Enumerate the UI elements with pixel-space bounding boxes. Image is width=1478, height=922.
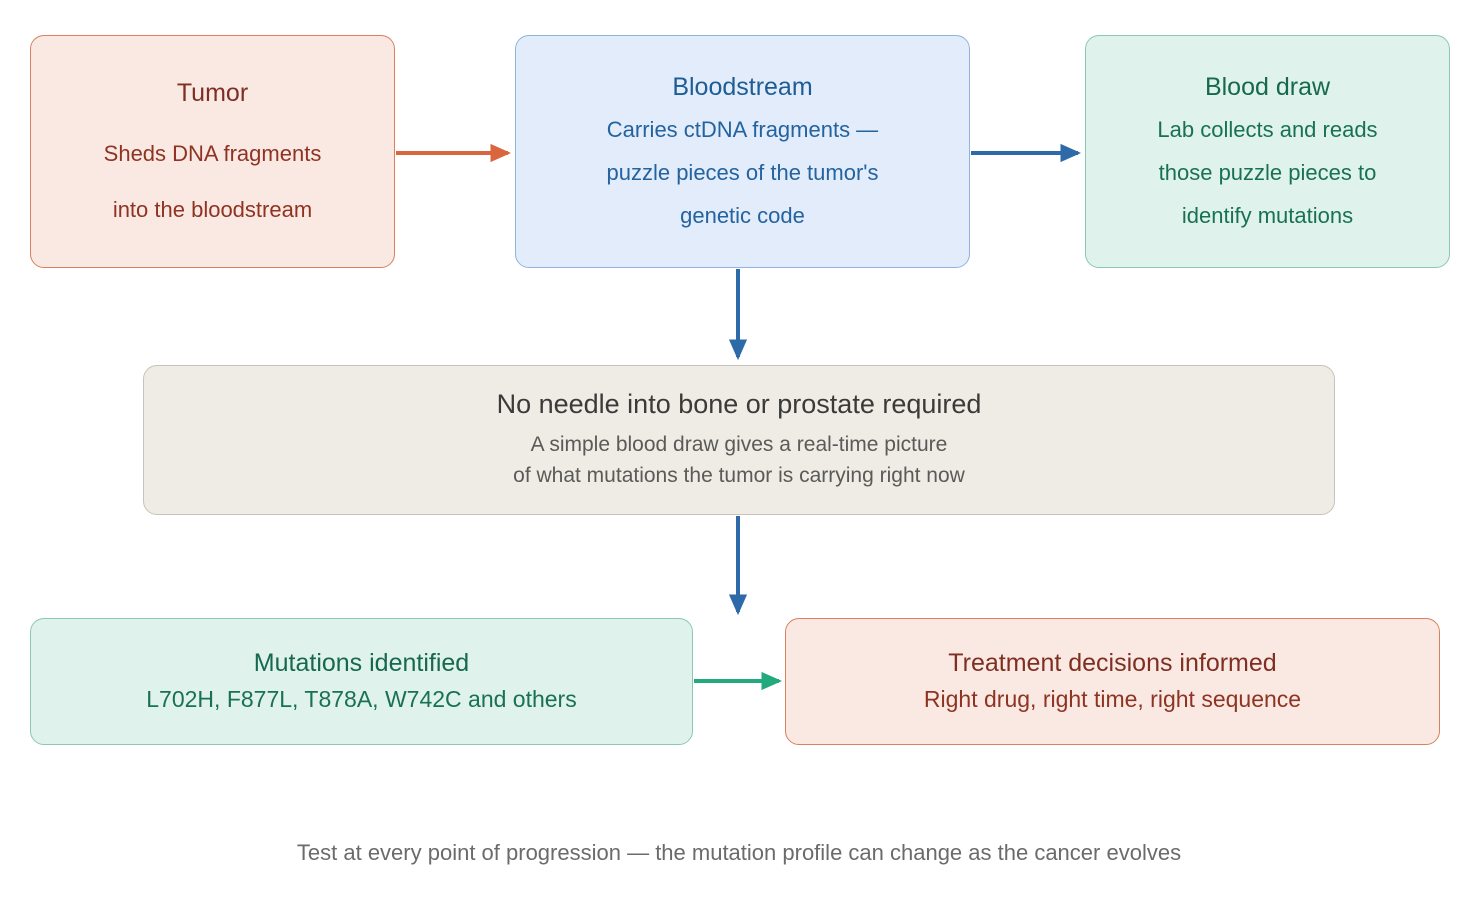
node-treatment[interactable]: Treatment decisions informed Right drug,… xyxy=(785,618,1440,745)
node-bloodstream-body: Carries ctDNA fragments — puzzle pieces … xyxy=(606,117,878,230)
node-callout[interactable]: No needle into bone or prostate required… xyxy=(143,365,1335,515)
node-callout-title: No needle into bone or prostate required xyxy=(496,388,982,419)
node-blood-draw-line-3: identify mutations xyxy=(1181,203,1354,229)
node-treatment-line-1: Right drug, right time, right sequence xyxy=(923,686,1302,713)
node-callout-line-1: A simple blood draw gives a real-time pi… xyxy=(530,433,948,457)
node-tumor-title: Tumor xyxy=(176,79,249,108)
node-blood-draw-line-1: Lab collects and reads xyxy=(1157,116,1378,142)
node-bloodstream-line-3: genetic code xyxy=(680,203,805,229)
node-blood-draw-body: Lab collects and reads those puzzle piec… xyxy=(1157,117,1377,230)
node-tumor-body: Sheds DNA fragments into the bloodstream xyxy=(104,141,322,224)
node-mutations-line-1: L702H, F877L, T878A, W742C and others xyxy=(146,686,577,713)
node-treatment-title: Treatment decisions informed xyxy=(948,648,1277,677)
node-callout-line-2: of what mutations the tumor is carrying … xyxy=(513,463,965,487)
node-tumor-line-2: into the bloodstream xyxy=(112,197,313,223)
node-tumor[interactable]: Tumor Sheds DNA fragments into the blood… xyxy=(30,35,395,268)
node-bloodstream-title: Bloodstream xyxy=(672,73,813,102)
node-blood-draw-line-2: those puzzle pieces to xyxy=(1158,160,1377,186)
node-bloodstream-line-1: Carries ctDNA fragments — xyxy=(606,116,879,142)
node-mutations-title: Mutations identified xyxy=(253,648,470,677)
node-bloodstream-line-2: puzzle pieces of the tumor's xyxy=(606,160,879,186)
node-blood-draw-title: Blood draw xyxy=(1204,73,1331,102)
node-blood-draw[interactable]: Blood draw Lab collects and reads those … xyxy=(1085,35,1450,268)
node-mutations[interactable]: Mutations identified L702H, F877L, T878A… xyxy=(30,618,693,745)
node-bloodstream[interactable]: Bloodstream Carries ctDNA fragments — pu… xyxy=(515,35,970,268)
node-tumor-line-1: Sheds DNA fragments xyxy=(103,140,322,166)
footer-caption: Test at every point of progression — the… xyxy=(296,840,1182,865)
